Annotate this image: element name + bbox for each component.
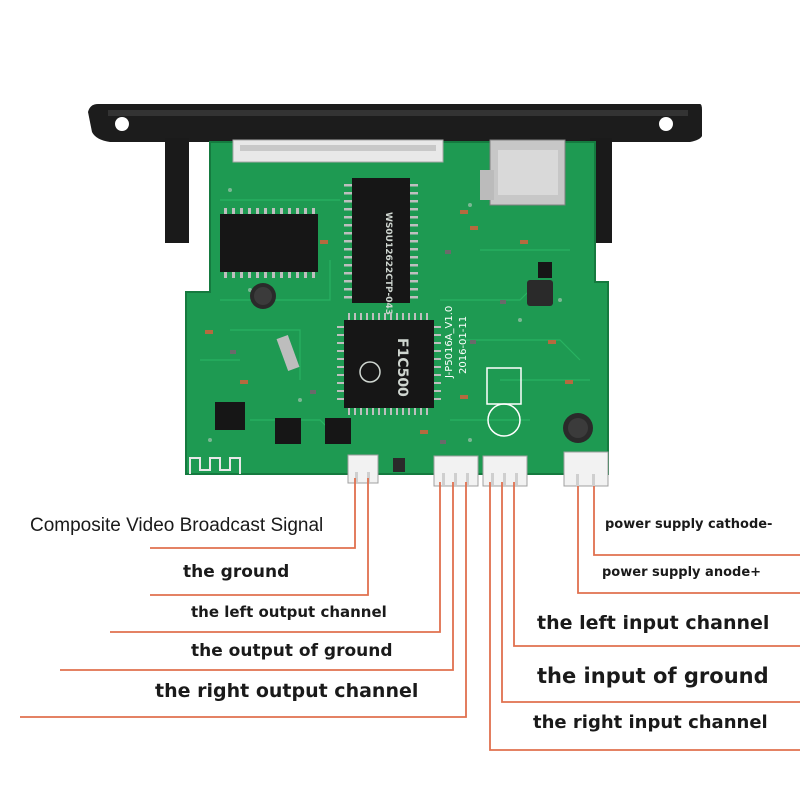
label-input-ground: the input of ground (537, 664, 769, 688)
capacitor (563, 413, 593, 443)
leader-line-right-input (489, 482, 800, 751)
ribbon-connector (232, 139, 444, 163)
label-power-anode: power supply anode+ (602, 565, 762, 580)
component-footprint (486, 367, 522, 437)
label-right-output: the right output channel (155, 680, 419, 702)
main-processor-chip: F1C500 (337, 313, 441, 415)
board-date-text: 2016-01-11 (458, 316, 469, 374)
leader-line-cvbs (150, 478, 356, 549)
leader-line-output-ground (60, 482, 454, 671)
memory-chip-marking: WS0U12622CTP-043 (383, 212, 393, 315)
label-ground: the ground (183, 562, 290, 582)
cvbs-connector (347, 454, 379, 484)
memory-chip: WS0U12622CTP-043 (344, 178, 418, 315)
processor-marking: F1C500 (394, 338, 410, 397)
leader-line-ground (150, 478, 369, 596)
leader-line-power-cathode (593, 486, 800, 556)
label-output-ground: the output of ground (191, 641, 393, 661)
usb-port (480, 139, 566, 206)
capacitor (250, 283, 276, 309)
smd-capacitors (230, 250, 506, 444)
leader-line-input-ground (501, 482, 800, 703)
crystal (276, 334, 300, 372)
inductor (527, 280, 553, 306)
label-left-input: the left input channel (537, 612, 770, 634)
leader-line-power-anode (577, 486, 800, 594)
amplifier-chip (220, 208, 318, 278)
small-ic (215, 260, 552, 444)
audio-output-connector (433, 455, 479, 487)
board-version-text: J-P5016A_V1.0 (444, 306, 455, 379)
label-cvbs: Composite Video Broadcast Signal (30, 515, 324, 536)
leader-line-right-output (20, 482, 467, 718)
antenna-trace (189, 457, 241, 474)
label-left-output: the left output channel (191, 603, 387, 621)
smd-resistors (205, 210, 573, 434)
power-connector (563, 451, 609, 487)
label-power-cathode: power supply cathode- (605, 517, 773, 532)
leader-line-left-output (110, 482, 441, 633)
label-right-input: the right input channel (533, 712, 768, 733)
front-bezel (88, 104, 702, 243)
leader-line-left-input (513, 482, 800, 647)
jumper (393, 458, 405, 472)
leader-lines (20, 478, 800, 751)
audio-input-connector (482, 455, 528, 487)
